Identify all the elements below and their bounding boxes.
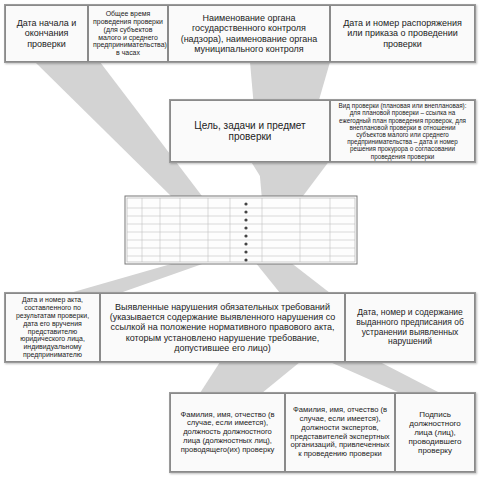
table-column-header: Наименование органа государственного кон… bbox=[168, 5, 330, 62]
header-text: Дата и номер распоряжения или приказа о … bbox=[335, 18, 470, 49]
header-text: Наименование органа государственного кон… bbox=[173, 13, 325, 54]
header-text: Фамилия, имя, отчество (в случае, если и… bbox=[175, 411, 280, 455]
table-column-header: Цель, задачи и предмет проверки bbox=[170, 100, 330, 162]
header-text: Дата начала и окончания проверки bbox=[10, 18, 83, 49]
journal-book bbox=[125, 196, 357, 264]
table-column-header: Фамилия, имя, отчество (в случае, если и… bbox=[170, 393, 285, 472]
header-text: Выявленные нарушения обязательных требов… bbox=[105, 302, 340, 354]
header-text: Подпись должностного лица (лиц), проводи… bbox=[400, 410, 470, 456]
table-column-header: Дата начала и окончания проверки bbox=[5, 5, 88, 62]
table-column-header: Дата и номер акта, составленного по резу… bbox=[5, 293, 100, 362]
header-text: Цель, задачи и предмет проверки bbox=[175, 120, 325, 143]
header-text: Общее время проведения проверки (для суб… bbox=[93, 10, 163, 58]
table-column-header: Фамилия, имя, отчество (в случае, если и… bbox=[285, 393, 395, 472]
table-column-header: Выявленные нарушения обязательных требов… bbox=[100, 293, 345, 362]
table-column-header: Вид проверки (плановая или внеплановая):… bbox=[330, 100, 475, 162]
header-text: Дата и номер акта, составленного по резу… bbox=[10, 296, 95, 360]
table-column-header: Дата и номер распоряжения или приказа о … bbox=[330, 5, 475, 62]
table-column-header: Общее время проведения проверки (для суб… bbox=[88, 5, 168, 62]
table-column-header: Подпись должностного лица (лиц), проводи… bbox=[395, 393, 475, 472]
header-text: Вид проверки (плановая или внеплановая):… bbox=[335, 102, 470, 160]
header-text: Дата, номер и содержание выданного предп… bbox=[350, 308, 470, 347]
header-text: Фамилия, имя, отчество (в случае, если и… bbox=[290, 406, 390, 458]
table-column-header: Дата, номер и содержание выданного предп… bbox=[345, 293, 475, 362]
